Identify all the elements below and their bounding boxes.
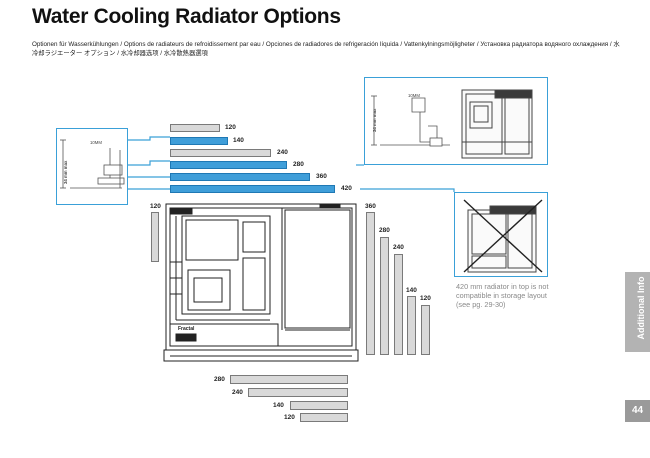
connector-line (128, 136, 170, 141)
fan-thickness-label-2: 10MM (408, 93, 420, 98)
top-radiator-360-label: 360 (316, 173, 327, 180)
front-radiator-280-bar (380, 237, 389, 355)
front-radiator-140-bar (407, 296, 416, 355)
top-radiator-240-label: 240 (277, 149, 288, 156)
bottom-radiator-140-label: 140 (273, 402, 284, 409)
section-tab-label: Additional Info (636, 276, 646, 340)
bottom-radiator-140-bar (290, 401, 348, 410)
case-thumbnail-top (461, 89, 533, 159)
top-radiator-360-bar (170, 173, 310, 181)
case-side-view (163, 203, 359, 362)
not-compatible-cross (463, 199, 543, 273)
bottom-radiator-280-label: 280 (214, 376, 225, 383)
front-radiator-120-bar (421, 305, 430, 355)
front-radiator-140-label: 140 (406, 287, 417, 294)
top-radiator-240-bar (170, 149, 271, 157)
page-subtitle: Optionen für Wasserkühlungen / Options d… (32, 41, 620, 57)
section-tab: Additional Info (625, 272, 650, 352)
bottom-radiator-240-bar (248, 388, 348, 397)
bottom-radiator-120-label: 120 (284, 414, 295, 421)
top-radiator-420-bar (170, 185, 335, 193)
compatibility-note: 420 mm radiator in top is not compatible… (456, 282, 549, 309)
bottom-radiator-240-label: 240 (232, 389, 243, 396)
rear-radiator-120-bar (151, 212, 159, 262)
top-radiator-120-bar (170, 124, 220, 132)
front-radiator-240-label: 240 (393, 244, 404, 251)
front-radiator-240-bar (394, 254, 403, 355)
bottom-radiator-120-bar (300, 413, 348, 422)
top-radiator-140-bar (170, 137, 228, 145)
page-title: Water Cooling Radiator Options (32, 5, 341, 28)
top-radiator-140-label: 140 (233, 137, 244, 144)
bottom-radiator-280-bar (230, 375, 348, 384)
case-thumbnail-crossed (467, 205, 537, 273)
rear-radiator-120-label: 120 (150, 203, 161, 210)
front-radiator-360-label: 360 (365, 203, 376, 210)
front-radiator-280-label: 280 (379, 227, 390, 234)
page-number: 44 (625, 400, 650, 422)
top-radiator-280-label: 280 (293, 161, 304, 168)
front-radiator-360-bar (366, 212, 375, 355)
top-radiator-420-label: 420 (341, 185, 352, 192)
fan-thickness-label: 10MM (90, 140, 102, 145)
brand-mark: Fractal (178, 326, 195, 332)
front-radiator-120-label: 120 (420, 295, 431, 302)
top-radiator-120-label: 120 (225, 124, 236, 131)
top-radiator-280-bar (170, 161, 287, 169)
